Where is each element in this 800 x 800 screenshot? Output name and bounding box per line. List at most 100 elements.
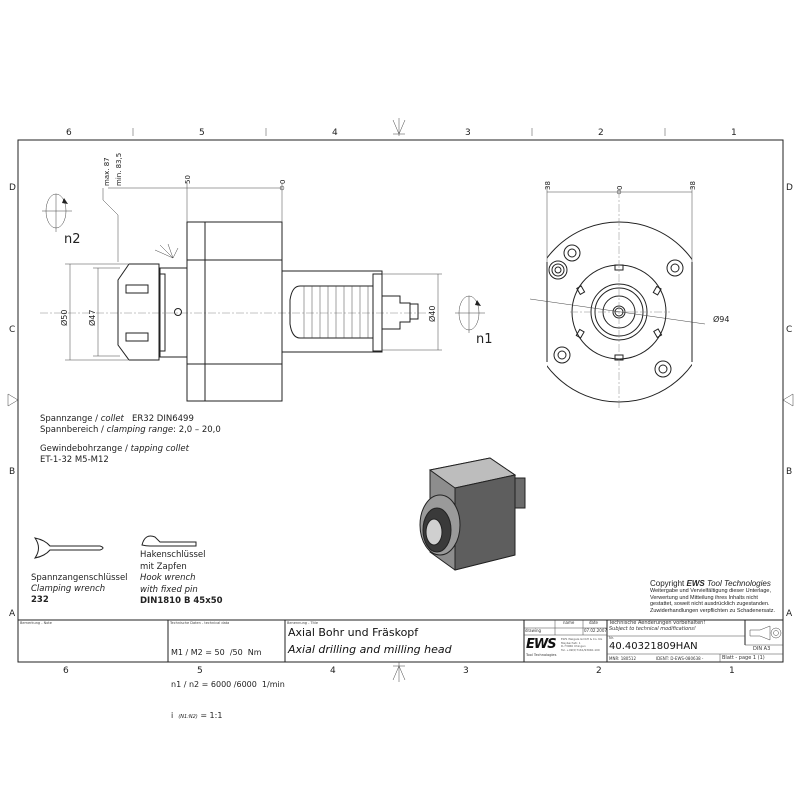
collet-label: Spannzange / [40,414,99,424]
name-header: name [563,620,575,625]
shank [281,270,383,353]
row-d-right: D [786,183,793,193]
tapping-label: Gewindebohrzange / [40,444,128,454]
drawing-label: drawing [525,628,542,633]
rotation-n1-icon [455,295,485,333]
pin-hole [174,308,182,316]
column-2: 2 [596,666,602,676]
copyright-suffix: Tool Technologies [706,579,771,588]
hook-wrench-info: Hakenschlüssel mit Zapfen Hook wrench wi… [140,550,223,608]
drawing-date: 07.02.2007 [584,628,607,633]
copyright-line: gestattet, soweit nicht ausdrücklich zug… [650,601,770,607]
title-en: Axial drilling and milling head [288,643,452,656]
column-1: 1 [729,666,735,676]
part-number: 40.40321809HAN [609,641,698,652]
title-block [18,619,783,662]
ratio-value: = 1:1 [200,711,223,720]
ident-number: IDENT: D-EWS-080638 - [656,656,704,661]
copyright-line: Zuwiderhandlungen verpflichten zu Schade… [650,607,776,614]
dim-0-front: 0 [616,186,624,190]
spindle-neck [159,267,188,358]
dim-50: 50 [184,175,192,184]
clamping-wrench-icon [33,537,104,559]
ews-logo-sub: Tool Technologies [526,653,557,657]
column-3: 3 [463,666,469,676]
row-b-right: B [786,467,792,477]
ews-logo: EWS [526,637,557,652]
row-a-right: A [786,609,793,619]
collet-spec: ER32 DIN6499 [132,414,194,424]
title-label: Benennung - Title [287,621,319,625]
page-number: Blatt - page 1 (1) [722,655,765,661]
row-c-right: C [786,325,792,335]
copyright-notice: Copyright EWS Tool Technologies Weiterga… [650,579,775,614]
paper-format: DIN A3 [753,646,771,652]
address-line: Tel. +49(0)7161/93040-100 [561,647,600,652]
copyright-line: Verwertung und Mitteilung ihres Inhalts … [650,594,758,601]
drawing-frame [17,139,784,663]
copyright-line: Weitergabe und Vervielfältigung dieser U… [650,588,771,594]
column-6: 6 [66,128,72,138]
collet-notes: Spannzange / collet ER32 DIN6499 Spannbe… [40,414,221,466]
changes-de: Technische Aenderungen vorbehalten! [609,620,706,626]
row-markers: D C B A D C B A [7,183,794,619]
range-label-en: clamping range [106,425,174,435]
range-value: : 2,0 – 20,0 [173,425,221,435]
dia-50-label: Ø50 [59,310,69,326]
hook-wrench-name-de: Hakenschlüssel [140,550,206,560]
tech-data: M1 / M2 = 50 /50 Nm n1 / n2 = 6000 /6000… [171,627,285,733]
torque-value: M1 / M2 = 50 /50 Nm [171,648,262,657]
column-5: 5 [197,666,203,676]
threaded-shank [289,285,374,339]
tapping-spec: ET-1-32 M5-M12 [40,455,109,465]
center-mark-top-icon [392,118,406,136]
wrench-name-de: Spannzangenschlüssel [31,573,128,583]
range-label: Spannbereich / [40,425,104,435]
collet-label-en: collet [100,414,124,424]
copyright-brand: EWS [686,579,705,588]
drive-pin [382,295,411,330]
row-c-left: C [9,325,15,335]
side-view: max. 87 min. 83,5 50 0 Ø50 Ø47 Ø40 n2 n1 [40,153,493,402]
rotation-n2-icon [42,193,72,232]
dim-38-left: 38 [544,181,552,190]
column-markers-top: 6 5 4 3 2 1 [66,118,737,138]
nr-label: Nr. [609,636,614,640]
housing-body [186,221,283,402]
clamping-wrench-info: Spannzangenschlüssel Clamping wrench 232 [31,573,128,606]
copyright-prefix: Copyright [650,579,685,588]
tech-data-label: Technische Daten - technical data [170,621,230,625]
tool-bit-icon [154,243,179,259]
row-a-left: A [9,609,16,619]
company-address: EWS Weigele GmbH & Co. KG Maybachstr. 1 … [561,637,602,652]
ratio-sub: (N1:N2) [178,714,198,720]
collet-nut [117,263,160,361]
column-2: 2 [598,128,604,138]
dim-max: max. 87 [103,157,111,186]
column-markers-bottom: 6 5 4 3 2 1 [63,662,735,682]
note-label: Bemerkung - Note [20,621,52,625]
column-1: 1 [731,128,737,138]
dia-47-label: Ø47 [87,310,97,326]
front-view: 38 0 38 Ø94 [529,181,729,410]
changes-en: Subject to technical modifications! [609,626,696,632]
column-4: 4 [330,666,336,676]
wrench-spec: 232 [31,595,49,605]
wrench-name-en: Clamping wrench [31,584,106,594]
address-line: D-73066 Uhingen [561,644,586,648]
speed-value: n1 / n2 = 6000 /6000 1/min [171,679,285,689]
dia-94-label: Ø94 [713,314,729,324]
bolt-holes [548,244,684,378]
hook-wrench-name-de-2: mit Zapfen [140,561,187,572]
ratio-label: i [171,711,174,720]
isometric-view [419,457,526,571]
hook-wrench-name-en: Hook wrench [140,573,196,583]
center-mark-bottom-icon [392,662,406,682]
column-3: 3 [465,128,471,138]
address-line: Maybachstr. 1 [561,640,581,645]
n2-label: n2 [64,232,81,247]
dia-40-label: Ø40 [427,306,437,322]
dim-0: 0 [279,180,287,184]
column-6: 6 [63,666,69,676]
